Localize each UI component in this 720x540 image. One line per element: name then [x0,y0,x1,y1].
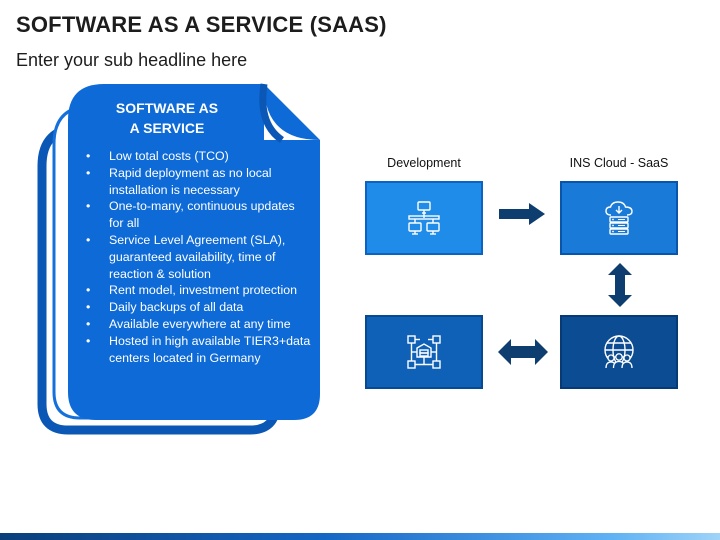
panel-heading-line2: A SERVICE [129,120,205,136]
footer-bar [0,533,720,540]
list-item: Rent model, investment protection [86,282,312,299]
horizontal-double-arrow [498,339,548,365]
list-item: Available everywhere at any time [86,316,312,333]
panel-heading-line1: SOFTWARE AS [115,100,219,116]
benefits-list: Low total costs (TCO) Rapid deployment a… [86,148,312,366]
list-item: Low total costs (TCO) [86,148,312,165]
list-item: One-to-many, continuous updates for all [86,198,312,232]
list-item: Rapid deployment as no local installatio… [86,165,312,199]
cloud-label: INS Cloud - SaaS [569,156,669,170]
global-box [560,315,678,389]
list-item: Hosted in high available TIER3+data cent… [86,333,312,367]
network-icon [408,201,440,235]
page-subtitle: Enter your sub headline here [16,50,248,70]
cloud-server-icon [605,201,633,235]
cloud-box [560,181,678,255]
panel-heading: SOFTWARE AS A SERVICE [100,98,234,138]
development-box [365,181,483,255]
list-item: Service Level Agreement (SLA), guarantee… [86,232,312,282]
right-arrow [499,203,545,225]
saas-document-panel: SOFTWARE AS A SERVICE Low total costs (T… [0,0,330,540]
server-box [365,315,483,389]
vertical-double-arrow [608,263,632,307]
server-network-icon [407,335,441,369]
page-title: SOFTWARE AS A SERVICE (SAAS) [16,12,387,37]
development-label: Development [387,156,461,170]
list-item: Daily backups of all data [86,299,312,316]
global-users-icon [604,335,634,369]
